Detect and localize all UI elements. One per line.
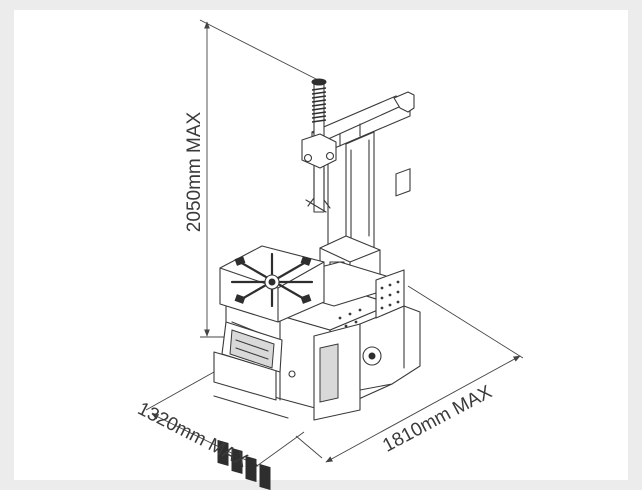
width-extension-right <box>253 431 305 469</box>
depth-extension-back <box>407 285 524 359</box>
control-panel <box>213 321 283 401</box>
foot-pedals <box>213 395 289 490</box>
side-unit <box>313 168 421 421</box>
height-dimension <box>199 19 323 338</box>
depth-dimension <box>295 285 524 463</box>
width-label: 1320mm MAX <box>134 398 251 472</box>
depth-extension-front <box>295 435 323 459</box>
tire-changer-machine-drawing <box>213 78 421 490</box>
depth-dimension-line <box>325 355 521 463</box>
width-extension-left <box>145 371 215 411</box>
height-label: 2050mm MAX <box>184 111 205 232</box>
height-extension-top <box>199 19 323 83</box>
back-plate <box>338 269 405 328</box>
depth-label: 1810mm MAX <box>379 381 495 456</box>
machine-shaft <box>301 78 337 213</box>
turntable <box>219 245 325 335</box>
